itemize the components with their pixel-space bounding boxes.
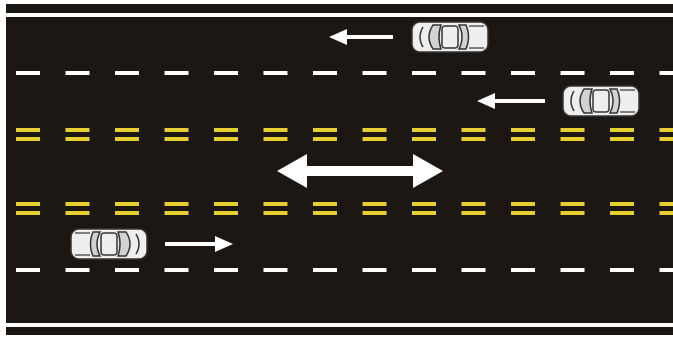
center-dash [462,211,486,215]
car-roof [442,26,458,48]
center-dash [511,128,535,132]
center-dash [511,137,535,141]
center-dash [214,202,238,206]
lane-dash [511,71,535,75]
vehicle-eastbound-lane-1 [71,229,147,259]
lane-dash [165,268,189,272]
center-dash [66,211,90,215]
center-dash [214,211,238,215]
lane-dash [462,268,486,272]
lane-dash [313,268,337,272]
center-dash [313,137,337,141]
lane-dash [165,71,189,75]
lane-dash [16,71,40,75]
lane-dash [264,71,288,75]
center-dash [115,211,139,215]
lane-dash [313,71,337,75]
lane-dash [66,268,90,272]
car-windshield [118,232,130,256]
lane-dash [660,71,673,75]
center-dash [610,202,634,206]
center-dash [214,137,238,141]
center-dash [363,137,387,141]
center-dash [610,211,634,215]
center-dash [264,211,288,215]
center-dash [16,128,40,132]
lane-dash [115,71,139,75]
center-dash [412,137,436,141]
bottom-edge-line [6,323,673,327]
center-dash [16,137,40,141]
vehicle-westbound-lane-1 [412,22,488,52]
lane-dash [660,268,673,272]
car-windshield [429,25,441,49]
center-dash [412,211,436,215]
center-dash [511,211,535,215]
center-dash [165,202,189,206]
center-dash [561,211,585,215]
lane-dash [363,268,387,272]
center-dash [363,128,387,132]
lane-dash [66,71,90,75]
center-dash [511,202,535,206]
center-dash [363,211,387,215]
lane-dash [610,268,634,272]
lane-dash [214,71,238,75]
car-roof [593,90,609,112]
center-dash [660,128,673,132]
center-dash [264,137,288,141]
center-dash [115,128,139,132]
center-dash [462,128,486,132]
center-dash [66,137,90,141]
center-dash [264,202,288,206]
center-dash [214,128,238,132]
center-dash [264,128,288,132]
lane-dash [561,71,585,75]
lane-dash [412,268,436,272]
center-dash [610,137,634,141]
center-dash [115,202,139,206]
center-dash [313,211,337,215]
lane-dash [115,268,139,272]
center-dash [313,202,337,206]
car-roof [101,233,117,255]
center-dash [165,137,189,141]
top-edge-line [6,13,673,17]
center-dash [462,202,486,206]
center-dash [660,137,673,141]
center-dash [561,202,585,206]
center-dash [412,128,436,132]
lane-dash [16,268,40,272]
center-dash [363,202,387,206]
lane-dash [462,71,486,75]
center-dash [660,202,673,206]
center-dash [66,202,90,206]
center-dash [561,128,585,132]
center-dash [313,128,337,132]
center-dash [165,128,189,132]
lane-dash [412,71,436,75]
lane-dash [610,71,634,75]
center-dash [16,202,40,206]
lane-dash [363,71,387,75]
vehicle-westbound-lane-2 [563,86,639,116]
center-dash [610,128,634,132]
center-dash [115,137,139,141]
lane-dash [264,268,288,272]
car-windshield [580,89,592,113]
lane-dash [214,268,238,272]
lane-dash [561,268,585,272]
center-dash [165,211,189,215]
center-dash [16,211,40,215]
center-dash [66,128,90,132]
center-dash [462,137,486,141]
center-dash [660,211,673,215]
lane-dash [511,268,535,272]
center-dash [412,202,436,206]
center-dash [561,137,585,141]
